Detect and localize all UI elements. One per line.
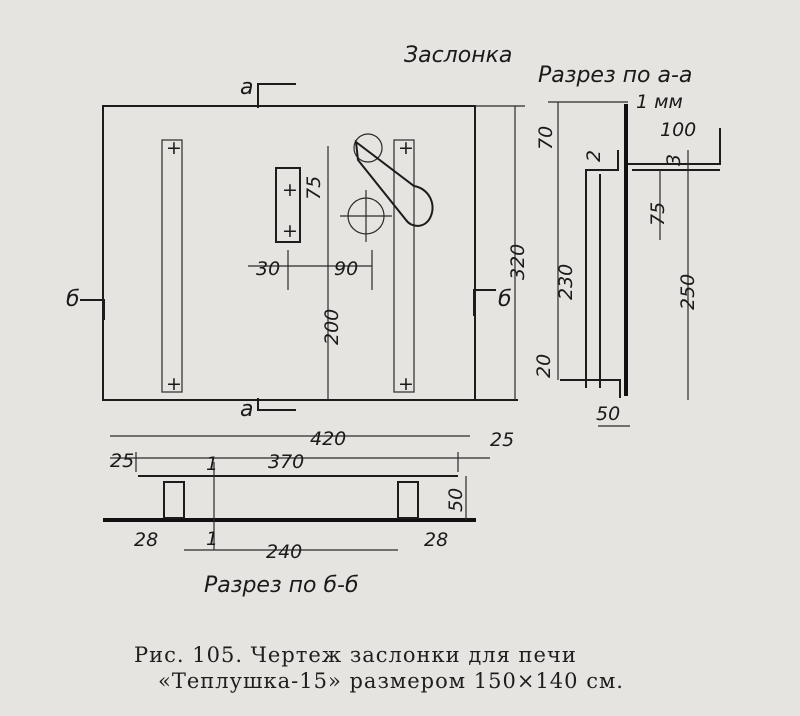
handle <box>275 167 301 243</box>
damper-plate-outline <box>102 105 476 401</box>
dim-50-section: 50 <box>596 403 620 425</box>
dim-70: 70 <box>535 126 557 150</box>
title-section-aa: Разрез по а-а <box>538 63 692 88</box>
section-mark-b-right: б <box>498 287 512 312</box>
dim-3: 3 <box>663 154 685 166</box>
dim-28-right: 28 <box>424 529 448 551</box>
caption-line-2: «Теплушка-15» размером 150×140 см. <box>158 669 624 693</box>
dim-25-right: 25 <box>490 429 514 451</box>
dim-320: 320 <box>507 244 529 280</box>
svg-text:+: + <box>398 137 414 159</box>
front-view: + + + + + + 75 30 90 200 420 320 а а б б <box>66 75 529 450</box>
svg-text:+: + <box>282 179 298 201</box>
title-front-view: Заслонка <box>404 43 512 68</box>
section-aa-view: Разрез по а-а 70 1 мм 100 2 3 75 230 250… <box>533 63 721 427</box>
dim-20: 20 <box>533 354 555 378</box>
section-bb-view: 25 370 25 50 28 240 28 1 1 Разрез по б-б <box>103 429 514 598</box>
dim-100: 100 <box>660 119 696 141</box>
latch-plate <box>354 139 434 227</box>
left-rail <box>161 139 183 393</box>
dim-200: 200 <box>321 309 343 345</box>
svg-text:+: + <box>166 373 182 395</box>
section-mark-a-top: а <box>240 75 253 100</box>
title-section-bb: Разрез по б-б <box>204 573 359 598</box>
dim-250: 250 <box>677 274 699 310</box>
dim-75-section: 75 <box>647 202 669 226</box>
dim-90: 90 <box>334 258 358 280</box>
dim-30: 30 <box>256 258 280 280</box>
svg-text:+: + <box>166 137 182 159</box>
dim-2: 2 <box>583 150 605 162</box>
dim-thickness: 1 мм <box>636 91 683 113</box>
section-mark-b-left: б <box>66 287 80 312</box>
dim-28-left: 28 <box>134 529 158 551</box>
svg-text:+: + <box>282 220 298 242</box>
dim-1-top: 1 <box>206 453 218 475</box>
dim-25-left: 25 <box>110 450 134 472</box>
right-rail <box>393 139 415 393</box>
dim-370: 370 <box>268 451 304 473</box>
svg-text:+: + <box>398 373 414 395</box>
dim-1-bottom: 1 <box>206 528 218 550</box>
section-mark-a-bottom: а <box>240 397 253 422</box>
dim-75: 75 <box>303 176 325 200</box>
dim-50-bb: 50 <box>445 488 467 512</box>
caption-line-1: Рис. 105. Чертеж заслонки для печи <box>134 643 577 667</box>
dim-420: 420 <box>310 428 346 450</box>
dim-240: 240 <box>266 541 302 563</box>
dim-230: 230 <box>555 264 577 300</box>
